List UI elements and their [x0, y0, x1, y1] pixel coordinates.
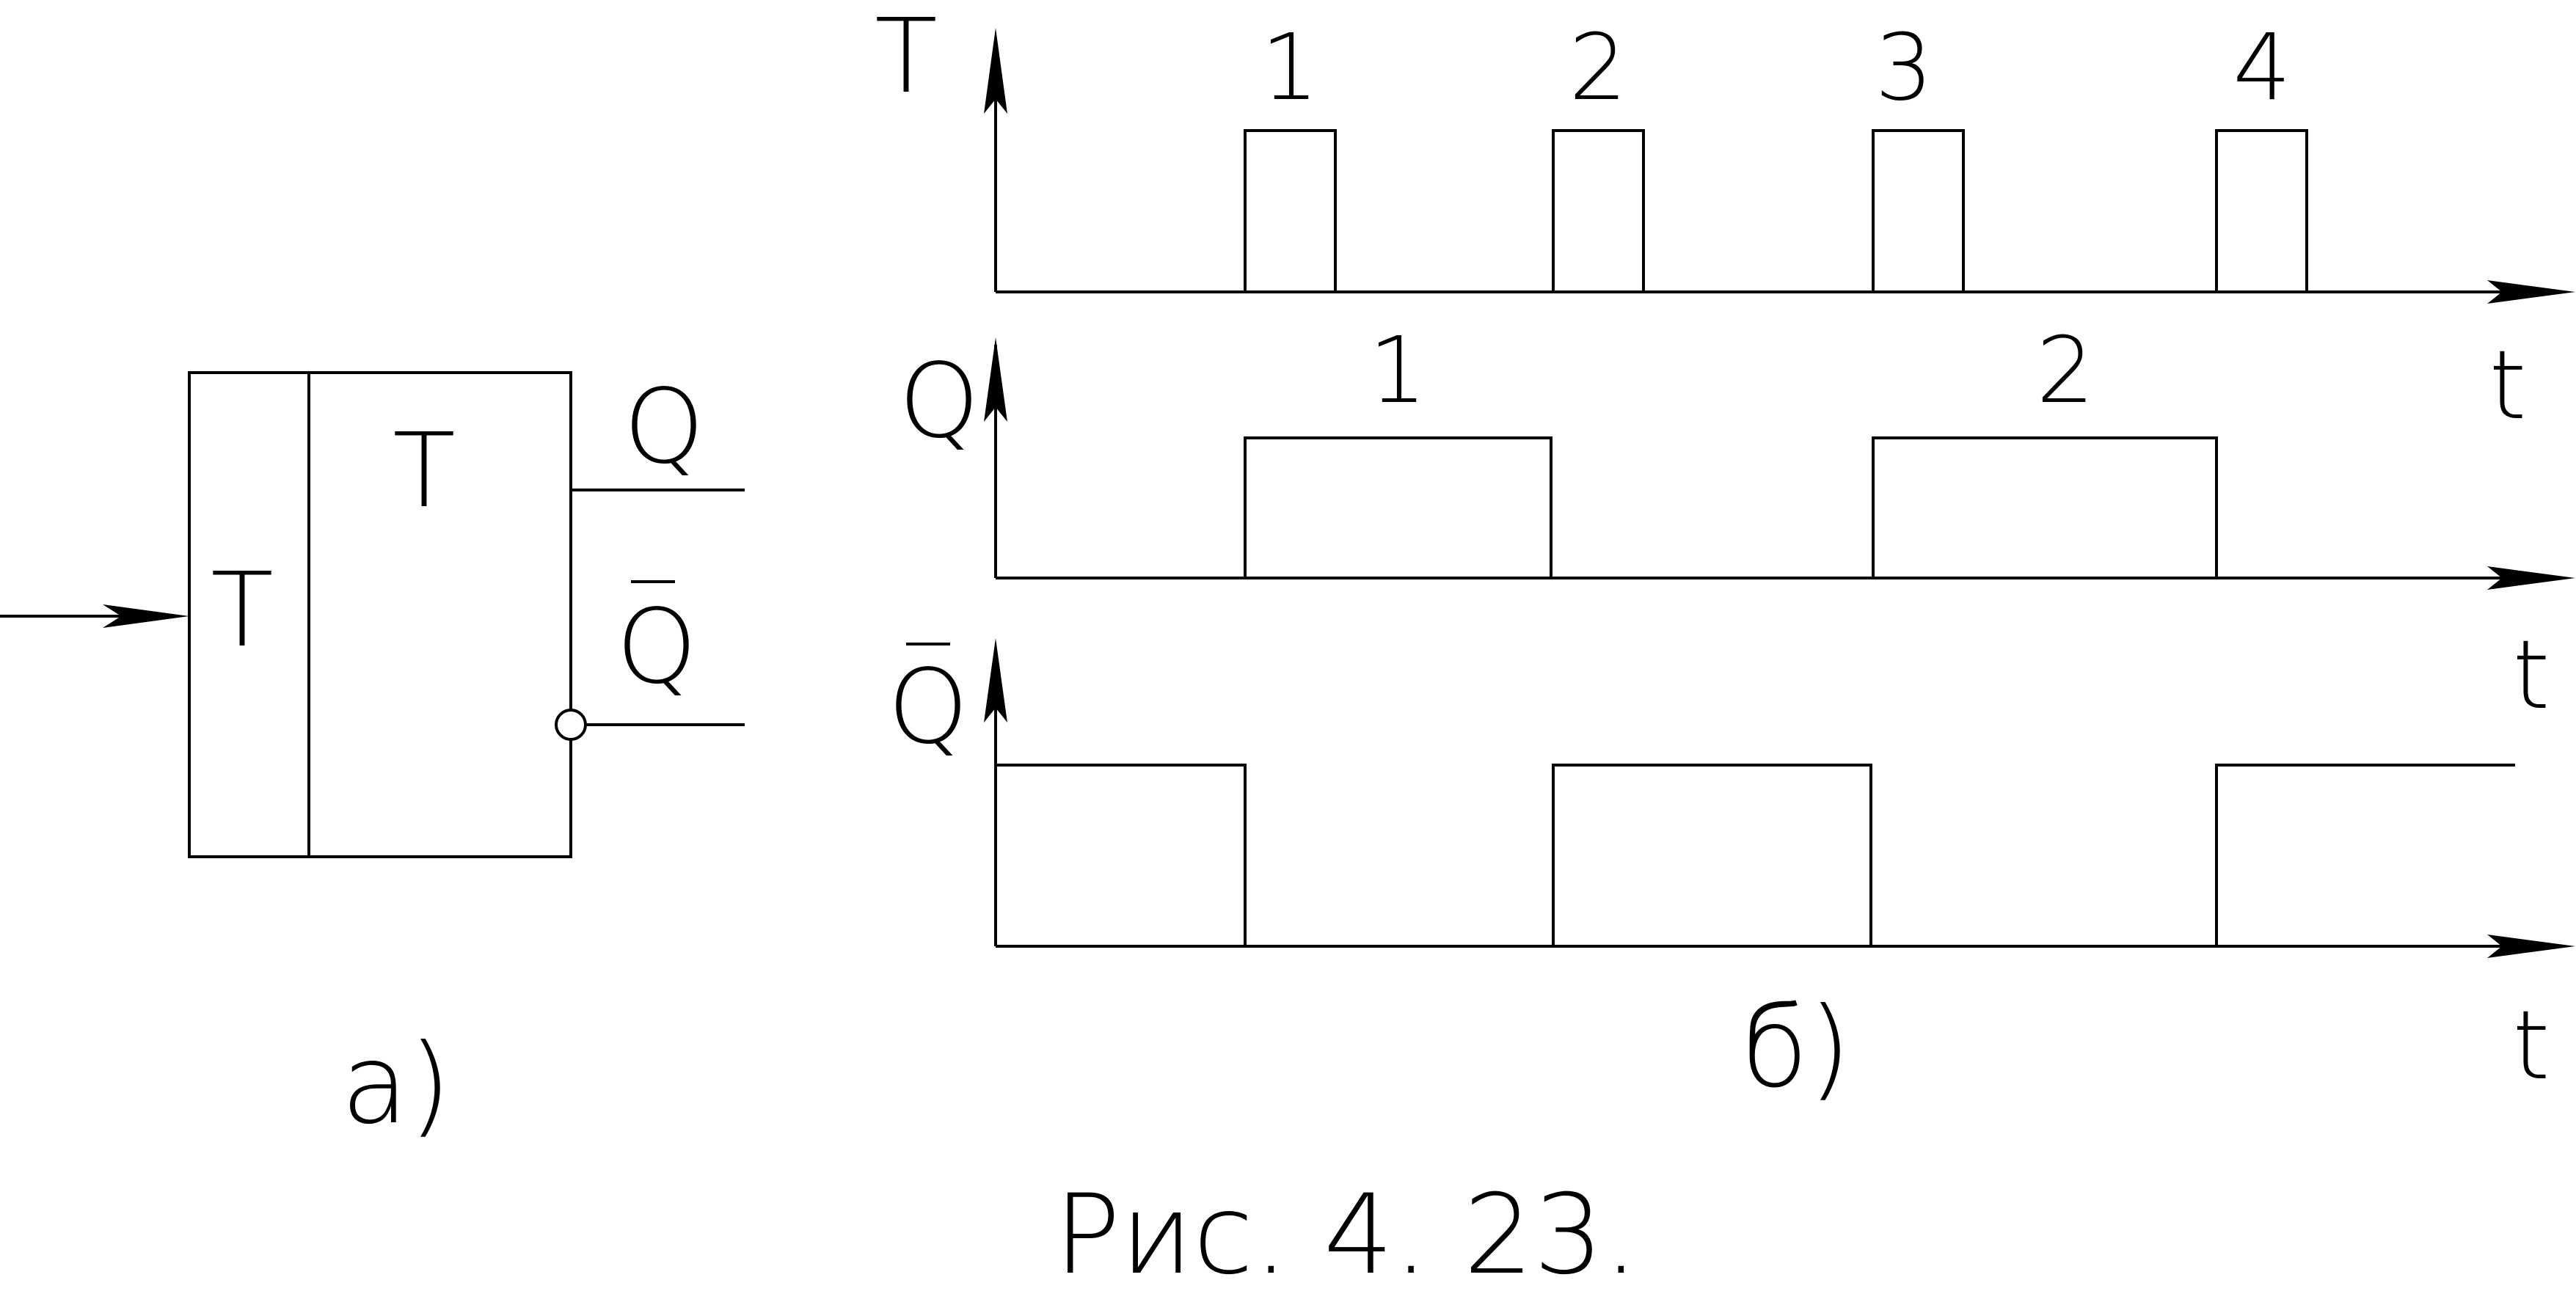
q-axis-arrow-icon [984, 337, 1007, 422]
block-input-label: T [211, 551, 274, 670]
t-pulse-number-4: 4 [2233, 15, 2291, 121]
t-pulse-3 [1872, 129, 1965, 293]
q-pulse-number-1: 1 [1368, 318, 1427, 424]
t-pulse-2 [1552, 129, 1645, 293]
t-signal-row: T 1 2 3 4 t [875, 0, 2575, 441]
block-outline [188, 371, 572, 858]
part-a-label: а) [341, 1021, 451, 1149]
q-bar-segment-1 [996, 764, 1247, 946]
t-axis-time-arrow-icon [2487, 280, 2575, 304]
q-bar-axis-arrow-icon [984, 638, 1007, 723]
q-bar-signal-row: Q t [888, 638, 2575, 1101]
t-pulse-1 [1244, 129, 1337, 293]
time-label-1: t [2489, 329, 2527, 441]
block-title: T [393, 412, 456, 531]
q-pulse-number-2: 2 [2036, 318, 2095, 424]
figure-caption: Рис. 4. 23. [1054, 1171, 1638, 1299]
t-signal-label: T [875, 0, 938, 117]
t-pulse-4 [2215, 129, 2308, 293]
q-pulse-2 [1872, 436, 2218, 578]
q-signal-row: Q 1 2 t [899, 318, 2575, 731]
t-axis-arrow-icon [984, 28, 1007, 114]
time-label-3: t [2513, 990, 2550, 1101]
flipflop-block: T T Q Q а) [0, 367, 745, 1149]
q-bar-signal-label: Q [888, 648, 968, 767]
t-pulse-number-3: 3 [1875, 15, 1933, 121]
q-axis-time-arrow-icon [2487, 566, 2575, 590]
output-q-label: Q [624, 367, 704, 487]
t-pulse-number-1: 1 [1260, 15, 1319, 121]
time-label-2: t [2513, 619, 2550, 731]
output-q-bar-label: Q [616, 588, 697, 707]
q-bar-segment-3 [2215, 764, 2515, 946]
inversion-circle-icon [555, 709, 587, 741]
q-bar-segment-2 [1552, 764, 1872, 946]
t-pulse-number-2: 2 [1569, 15, 1627, 121]
q-signal-label: Q [899, 342, 979, 461]
input-arrow-icon [103, 604, 189, 628]
part-b-label: б) [1741, 984, 1851, 1112]
timing-diagrams: T 1 2 3 4 t Q 1 2 t [875, 0, 2575, 1112]
q-bar-axis-time-arrow-icon [2487, 935, 2575, 958]
q-pulse-1 [1244, 436, 1552, 578]
